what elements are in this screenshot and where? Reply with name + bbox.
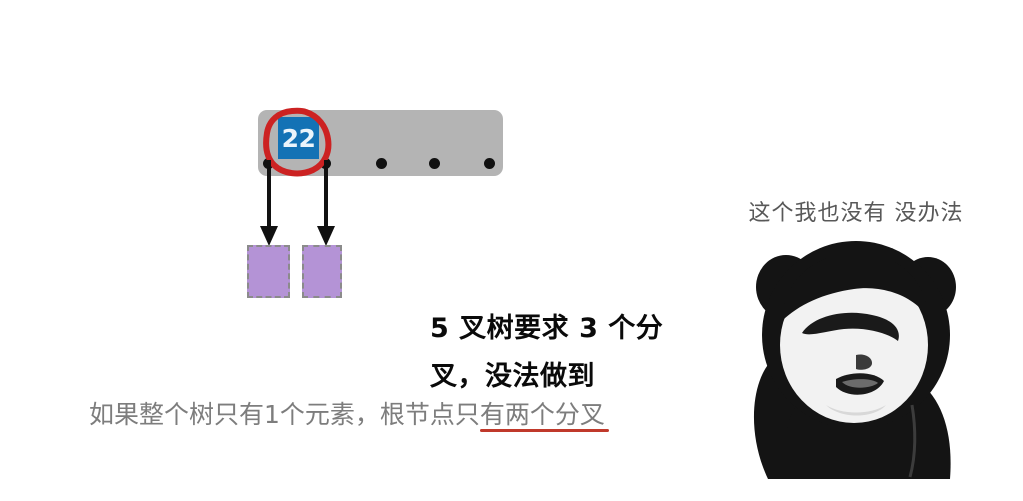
gray-caption: 如果整个树只有1个元素，根节点只有两个分叉 [89, 400, 605, 430]
node-pointer-dot-4 [429, 158, 440, 169]
child-placeholder-1 [247, 245, 290, 298]
arrow-to-child-1 [260, 160, 278, 246]
child-placeholder-2 [302, 245, 342, 298]
node-pointer-dot-5 [484, 158, 495, 169]
bold-caption: 5 叉树要求 3 个分 叉，没法做到 [430, 305, 690, 401]
gray-caption-prefix: 如果整个树只有1个元素，根节点只 [89, 400, 480, 429]
bold-caption-line-2: 叉，没法做到 [430, 361, 595, 392]
node-pointer-dot-3 [376, 158, 387, 169]
panda-head-meme: 这个我也没有 没办法 [706, 185, 1006, 485]
arrow-to-child-2 [317, 160, 335, 246]
meme-caption: 这个我也没有 没办法 [748, 201, 964, 226]
panda-head-icon [753, 241, 956, 479]
bold-caption-line-1: 5 叉树要求 3 个分 [430, 313, 664, 344]
gray-caption-underlined: 有两个分叉 [479, 400, 605, 429]
key-badge-22: 22 [278, 117, 319, 159]
